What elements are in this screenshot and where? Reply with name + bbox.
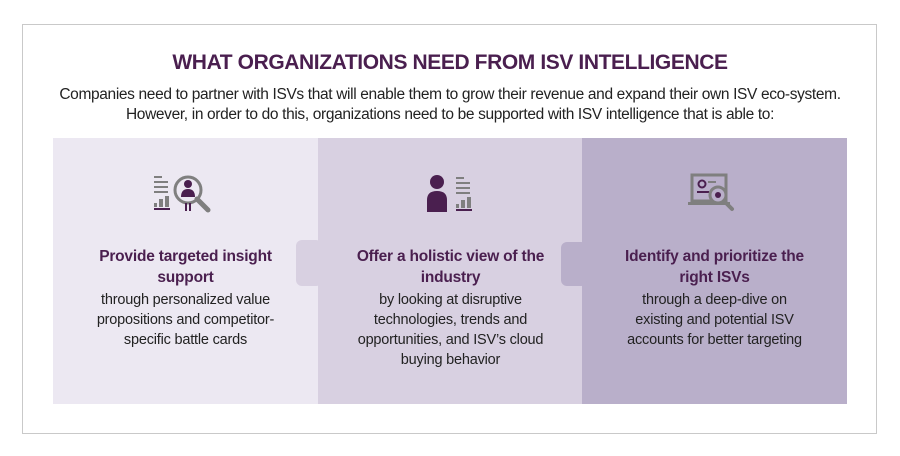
panel-holistic-view <box>318 138 583 404</box>
panel-heading: Identify and prioritize the right ISVs <box>625 248 804 286</box>
page-title: WHAT ORGANIZATIONS NEED FROM ISV INTELLI… <box>172 51 728 74</box>
puzzle-connector <box>561 242 587 286</box>
person-report-icon <box>427 175 472 212</box>
panel-heading: Provide targeted insight support <box>99 248 272 286</box>
panel-body: by looking at disruptive technologies, t… <box>357 292 544 368</box>
laptop-search-icon <box>688 173 734 211</box>
intro-text: Companies need to partner with ISVs that… <box>59 86 841 123</box>
infographic-frame <box>22 24 877 434</box>
panel-body: through a deep-dive on existing and pote… <box>627 292 802 348</box>
report-person-search-icon <box>154 175 211 213</box>
puzzle-connector <box>296 240 322 286</box>
panel-body: through personalized value propositions … <box>96 292 275 348</box>
panel-heading: Offer a holistic view of the industry <box>356 248 545 286</box>
